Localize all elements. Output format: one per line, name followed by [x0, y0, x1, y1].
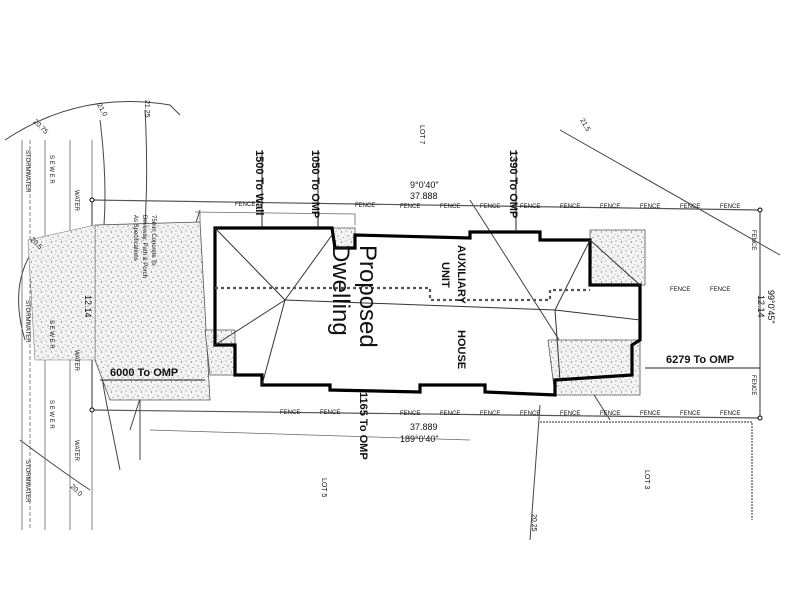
svg-text:S E W E R: S E W E R	[48, 400, 54, 429]
svg-text:FENCE: FENCE	[680, 411, 700, 417]
dwelling-label: Dwelling	[327, 245, 354, 336]
svg-text:FENCE: FENCE	[440, 204, 460, 210]
svg-text:FENCE: FENCE	[280, 410, 300, 416]
auxiliary-label: AUXILIARY	[455, 245, 467, 305]
setback-1390-omp: 1390 To OMP	[507, 150, 519, 218]
svg-text:FENCE: FENCE	[680, 204, 700, 210]
survey-marks	[89, 197, 763, 421]
dotted-line	[215, 286, 590, 302]
service-labels: S E W E R S E W E R S E W E R WATER WATE…	[24, 150, 79, 503]
svg-text:21.5: 21.5	[578, 118, 591, 133]
svg-text:FENCE: FENCE	[400, 411, 420, 417]
svg-text:STORMWATER: STORMWATER	[24, 300, 30, 343]
svg-text:20.25: 20.25	[530, 514, 537, 532]
right-length: 12.14	[756, 295, 766, 318]
svg-text:WATER: WATER	[73, 190, 79, 212]
svg-text:WATER: WATER	[73, 440, 79, 462]
svg-text:FENCE: FENCE	[600, 411, 620, 417]
setback-1165-omp: 1165 To OMP	[357, 392, 369, 460]
svg-text:FENCE: FENCE	[640, 411, 660, 417]
top-bearing: 9°0'40"	[410, 180, 439, 190]
setback-6279-omp: 6279 To OMP	[666, 354, 734, 366]
driveway-hatch	[27, 221, 646, 401]
svg-text:FENCE: FENCE	[640, 204, 660, 210]
svg-text:FENCE: FENCE	[320, 410, 340, 416]
svg-text:75mm Concrete To: 75mm Concrete To	[150, 215, 156, 266]
fence-bottom: FENCE FENCE FENCE FENCE FENCE FENCE FENC…	[280, 410, 740, 417]
svg-text:21.25: 21.25	[143, 100, 150, 118]
lot-right: LOT 3	[643, 470, 650, 489]
fence-top: FENCE FENCE FENCE FENCE FENCE FENCE FENC…	[235, 202, 740, 210]
svg-text:FENCE: FENCE	[480, 204, 500, 210]
svg-text:WATER: WATER	[73, 350, 79, 372]
house-label: HOUSE	[455, 330, 467, 369]
svg-text:FENCE: FENCE	[400, 204, 420, 210]
svg-text:FENCE: FENCE	[480, 411, 500, 417]
svg-text:FENCE: FENCE	[720, 204, 740, 210]
svg-text:FENCE: FENCE	[440, 411, 460, 417]
left-length: 12.14	[83, 295, 93, 318]
bottom-bearing: 189°0'40"	[400, 434, 439, 444]
svg-text:21.0: 21.0	[95, 103, 108, 118]
setback-6000-omp: 6000 To OMP	[110, 367, 178, 379]
setback-1500-wall: 1500 To Wall	[253, 150, 265, 215]
svg-text:FENCE: FENCE	[355, 203, 375, 209]
proposed-label: Proposed	[354, 245, 381, 348]
roof-lines	[214, 227, 641, 386]
svg-text:STORMWATER: STORMWATER	[24, 150, 30, 193]
svg-text:S E W E R: S E W E R	[48, 155, 54, 184]
fence-right: FENCE FENCE FENCE FENCE	[670, 230, 756, 395]
svg-text:STORMWATER: STORMWATER	[24, 460, 30, 503]
lot-top: LOT 7	[418, 125, 425, 144]
svg-text:FENCE: FENCE	[720, 411, 740, 417]
svg-text:FENCE: FENCE	[560, 204, 580, 210]
setback-1050-omp: 1050 To OMP	[309, 150, 321, 218]
svg-text:Driveway, Path & Porch: Driveway, Path & Porch	[141, 215, 147, 278]
svg-text:FENCE: FENCE	[520, 411, 540, 417]
svg-text:FENCE: FENCE	[560, 411, 580, 417]
bottom-length: 37.889	[410, 422, 438, 432]
top-length: 37.888	[410, 191, 438, 201]
svg-text:FENCE: FENCE	[235, 202, 255, 208]
svg-text:FENCE: FENCE	[710, 287, 730, 293]
svg-text:FENCE: FENCE	[520, 204, 540, 210]
svg-text:20.0: 20.0	[69, 483, 84, 498]
svg-text:FENCE: FENCE	[750, 230, 756, 250]
lot-bottom: LOT 5	[320, 478, 327, 497]
svg-text:FENCE: FENCE	[670, 287, 690, 293]
driveway-note: 75mm Concrete To Driveway, Path & Porch …	[132, 215, 156, 278]
right-bearing: 99°0'45"	[766, 290, 776, 324]
svg-text:FENCE: FENCE	[750, 375, 756, 395]
unit-label: UNIT	[439, 262, 451, 288]
svg-text:20.75: 20.75	[32, 118, 49, 135]
building-labels: Proposed Dwelling AUXILIARY UNIT HOUSE	[327, 245, 467, 369]
svg-text:As Specifications: As Specifications	[132, 215, 138, 261]
svg-text:S E W E R: S E W E R	[48, 320, 54, 349]
setback-labels: 1500 To Wall 1050 To OMP 1390 To OMP 600…	[100, 150, 760, 460]
svg-text:FENCE: FENCE	[600, 204, 620, 210]
building-outline	[213, 226, 642, 397]
